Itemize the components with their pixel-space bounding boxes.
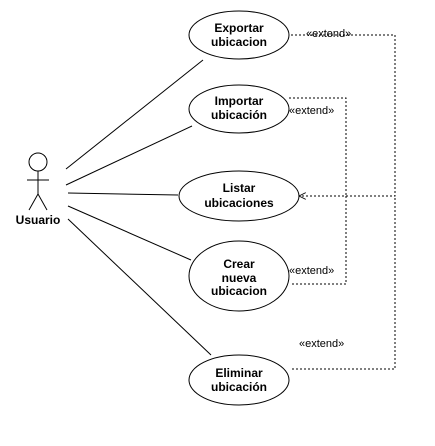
association-eliminar (67, 218, 212, 356)
use-case-crear-ellipse (188, 240, 290, 312)
use-case-importar-line-1: Importar (215, 94, 264, 108)
association-exportar (65, 59, 204, 170)
use-case-importar-line-2: ubicación (211, 108, 267, 122)
use-case-crear-nueva-ubicacion: Crear nueva ubicacion (188, 240, 290, 312)
use-case-eliminar-ellipse (188, 354, 290, 406)
extend-label-crear: «extend» (289, 265, 334, 277)
use-case-eliminar-line-1: Eliminar (215, 366, 263, 380)
actor-usuario: Usuario (16, 152, 61, 227)
use-case-exportar-ellipse (188, 10, 290, 60)
use-case-exportar-line-2: ubicacion (211, 35, 267, 49)
extend-label-eliminar: «extend» (299, 338, 344, 350)
association-crear (67, 205, 192, 261)
actor-head (28, 152, 48, 172)
use-case-listar-line-2: ubicaciones (204, 196, 274, 210)
extend-line-crear (292, 196, 347, 285)
use-case-crear-line-2: nueva (222, 271, 257, 285)
use-case-importar-ubicacion: Importar ubicación (188, 84, 290, 134)
extend-label-exportar: «extend» (306, 28, 351, 40)
extend-line-exportar (291, 34, 396, 196)
use-case-listar-ellipse (178, 170, 300, 222)
use-case-listar-line-1: Listar (223, 181, 256, 195)
use-case-importar-ellipse (188, 84, 290, 134)
actor-right-leg (37, 193, 48, 211)
use-case-exportar-ubicacion: Exportar ubicacion (188, 10, 290, 60)
extend-line-importar (289, 97, 347, 196)
use-case-exportar-line-1: Exportar (214, 21, 264, 35)
actor-label: Usuario (16, 213, 61, 227)
actor-left-leg (28, 193, 39, 211)
association-importar (65, 125, 193, 186)
use-case-crear-line-1: Crear (223, 257, 255, 271)
use-case-eliminar-line-2: ubicación (211, 380, 267, 394)
association-listar (67, 192, 179, 196)
use-case-crear-line-3: ubicacion (211, 284, 267, 298)
extend-label-importar: «extend» (289, 105, 334, 117)
use-case-eliminar-ubicacion: Eliminar ubicación (188, 354, 290, 406)
use-case-listar-ubicaciones: Listar ubicaciones (178, 170, 300, 222)
